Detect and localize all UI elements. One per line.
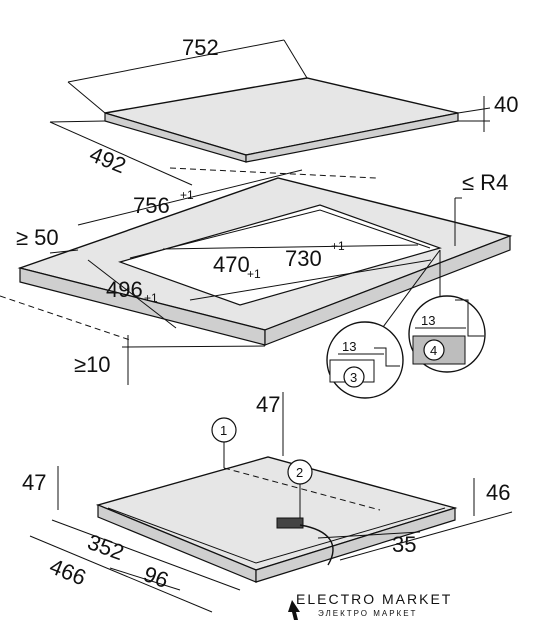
electro-market-watermark bbox=[281, 579, 437, 627]
callout-1: 1 bbox=[220, 423, 227, 438]
dim-side-right: 46 bbox=[486, 480, 510, 505]
dim-rebate-width: 730 bbox=[285, 246, 322, 271]
dim-side-left: 47 bbox=[22, 470, 46, 495]
dim-rebate-width-tol: +1 bbox=[331, 239, 345, 253]
cooktop-top-drawing bbox=[49, 39, 491, 186]
dim-rebate-depth: 470 bbox=[213, 252, 250, 277]
dim-bottom-352: 352 bbox=[84, 529, 127, 565]
dim-top-thickness: 40 bbox=[494, 92, 518, 117]
dim-side-top: 47 bbox=[256, 392, 280, 417]
callout-2-circle bbox=[287, 459, 313, 485]
detail-4-offset: 13 bbox=[421, 313, 435, 328]
callout-1-circle bbox=[211, 417, 237, 443]
dim-corner-radius: ≤ R4 bbox=[462, 170, 508, 195]
callout-2: 2 bbox=[296, 465, 303, 480]
callout-4: 4 bbox=[430, 343, 437, 358]
dim-min-thickness: ≥10 bbox=[74, 352, 111, 377]
dim-rebate-depth-tol: +1 bbox=[247, 267, 261, 281]
detail-3-offset: 13 bbox=[342, 339, 356, 354]
watermark-title: ELECTRO MARKET bbox=[296, 591, 452, 607]
dim-top-width: 752 bbox=[182, 35, 219, 60]
callout-3: 3 bbox=[350, 370, 357, 385]
dim-bottom-35: 35 bbox=[392, 532, 416, 557]
dim-cutout-width-tol: +1 bbox=[180, 188, 194, 202]
dim-top-depth: 492 bbox=[86, 141, 129, 178]
cooktop-underside-drawing bbox=[29, 392, 513, 613]
detail-circle-4 bbox=[408, 295, 486, 373]
worktop-cutout-drawing bbox=[0, 167, 513, 385]
detail-circle-3 bbox=[326, 321, 404, 399]
dim-cutout-depth-tol: +1 bbox=[144, 291, 158, 305]
dim-min-edge: ≥ 50 bbox=[16, 225, 59, 250]
dim-cutout-width: 756 bbox=[133, 193, 170, 218]
dim-bottom-96: 96 bbox=[140, 561, 172, 593]
dim-bottom-466: 466 bbox=[46, 553, 89, 590]
dim-cutout-depth: 496 bbox=[106, 277, 143, 302]
watermark-subtitle: ЭЛЕКТРО МАРКЕТ bbox=[318, 609, 417, 618]
